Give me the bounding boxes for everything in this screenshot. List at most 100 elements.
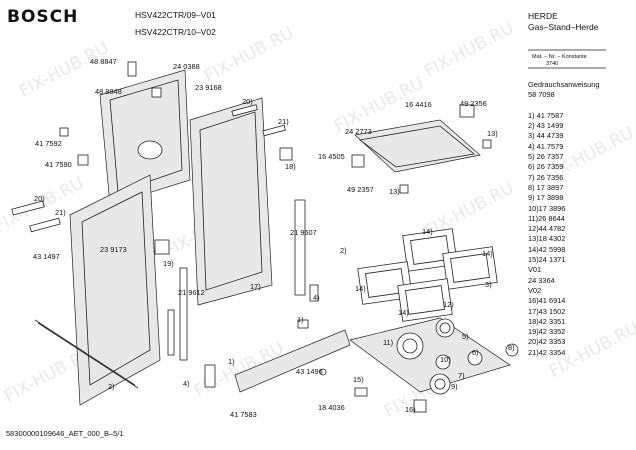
document-id: 58300000109646_AET_000_B–5/1 <box>6 429 124 438</box>
legend-row: 3) 44 4739 <box>528 131 564 141</box>
pan-support <box>397 278 453 322</box>
part-label: 21) <box>55 208 66 217</box>
part-label: 43 1497 <box>33 252 60 261</box>
legend-row: 8) 17 3897 <box>528 182 564 192</box>
legend-row: 17)43 1502 <box>528 306 566 316</box>
part-label: 23 9168 <box>195 83 222 92</box>
legend-row: 58 7098 <box>528 90 555 100</box>
legend-row: 14)42 5998 <box>528 244 566 254</box>
legend-row: 19)42 3352 <box>528 327 566 337</box>
corner-foot <box>413 399 427 413</box>
part-label: 21 9612 <box>178 288 205 297</box>
legend-row: 9) 17 3898 <box>528 193 564 203</box>
legend-row: 18)42 3351 <box>528 316 566 326</box>
part-label: 14) <box>398 308 409 317</box>
part-label: 11) <box>383 338 394 347</box>
legend-row: Gedrauchsanweisung <box>528 80 600 89</box>
burner-large <box>396 332 424 360</box>
part-label: 41 7592 <box>35 139 62 148</box>
strip-part <box>29 217 61 233</box>
pan-support-inner <box>450 253 490 283</box>
pan-support <box>442 246 498 290</box>
model-number: HSV422CTR/10–V02 <box>135 27 216 37</box>
small-bracket <box>204 364 216 388</box>
legend-row: 10)17 3896 <box>528 203 566 213</box>
brand-logo: BOSCH <box>7 7 79 27</box>
back-panel-clip <box>151 87 162 98</box>
part-label: 16 4416 <box>405 100 432 109</box>
hinge-part <box>279 147 293 161</box>
clip-part <box>59 127 69 137</box>
burner-medium <box>435 318 455 338</box>
part-label: 48 8848 <box>95 87 122 96</box>
part-label: 18) <box>285 162 296 171</box>
control-panel <box>234 329 351 393</box>
small-bracket <box>309 284 319 302</box>
hob-tray <box>349 317 511 393</box>
part-label: 43 1496 <box>296 367 323 376</box>
back-panel-top-bracket <box>127 61 137 77</box>
part-label: 1) <box>228 357 235 366</box>
hinge-part <box>154 239 170 255</box>
part-label: 24 2773 <box>345 127 372 136</box>
side-panel-left-inner <box>81 191 151 386</box>
vertical-rail <box>294 199 306 296</box>
part-label: 10) <box>440 355 451 364</box>
side-panel-right-inner <box>199 111 263 291</box>
strip-part <box>11 200 45 216</box>
part-label: 4) <box>183 379 190 388</box>
part-label: 49 2357 <box>347 185 374 194</box>
back-panel-inner <box>109 79 183 193</box>
part-label: 12) <box>443 300 454 309</box>
back-panel-fan <box>137 140 163 160</box>
part-label: 5) <box>462 332 469 341</box>
part-label: 8) <box>508 343 515 352</box>
part-label: 3) <box>485 280 492 289</box>
glass-lid-edge <box>359 125 475 168</box>
burner-medium-ring <box>439 322 451 334</box>
part-label: 16) <box>405 405 416 414</box>
part-label: 15) <box>353 375 364 384</box>
burner-large-ring <box>402 338 418 354</box>
part-label: 21 9607 <box>290 228 317 237</box>
part-label: 9) <box>451 382 458 391</box>
burner-small <box>435 354 451 370</box>
part-label: 2) <box>108 382 115 391</box>
part-label: 13) <box>389 187 400 196</box>
material-constant-box: Mat. – Nr. – Konstante 3740 <box>532 54 587 68</box>
pan-support-inner <box>410 235 450 265</box>
part-label: 13) <box>487 129 498 138</box>
back-panel <box>99 69 191 206</box>
part-label: 41 7590 <box>45 160 72 169</box>
part-label: 49 2356 <box>460 99 487 108</box>
legend-row: 13)18 4302 <box>528 234 566 244</box>
rod-part <box>34 319 136 386</box>
legend-row: 6) 26 7359 <box>528 162 564 172</box>
legend-row: V02 <box>528 285 542 295</box>
burner-medium <box>429 373 451 395</box>
legend-row: 11)26 8644 <box>528 213 565 223</box>
part-label: 18 4036 <box>318 403 345 412</box>
part-label: 1) <box>297 315 304 324</box>
legend-row: 12)44 4782 <box>528 224 566 234</box>
legend-row: 15)24 1371 <box>528 255 566 265</box>
legend-row: 1) 41 7587 <box>528 110 564 120</box>
legend-row: V01 <box>528 265 542 275</box>
strip-part <box>262 124 286 137</box>
burner-cap <box>505 343 519 357</box>
part-label: 20) <box>242 97 253 106</box>
part-label: 21) <box>278 117 289 126</box>
glass-lid <box>354 119 481 173</box>
part-label: 41 7583 <box>230 410 257 419</box>
lid-stop <box>482 139 492 149</box>
pan-support-inner <box>365 268 405 298</box>
legend-row <box>528 101 600 111</box>
part-label: 23 9173 <box>100 245 127 254</box>
side-panel-right <box>189 97 273 306</box>
legend-row: 4) 41 7579 <box>528 141 564 151</box>
screw-part <box>319 368 327 376</box>
part-label: 7) <box>458 371 465 380</box>
part-label: 20) <box>34 194 45 203</box>
